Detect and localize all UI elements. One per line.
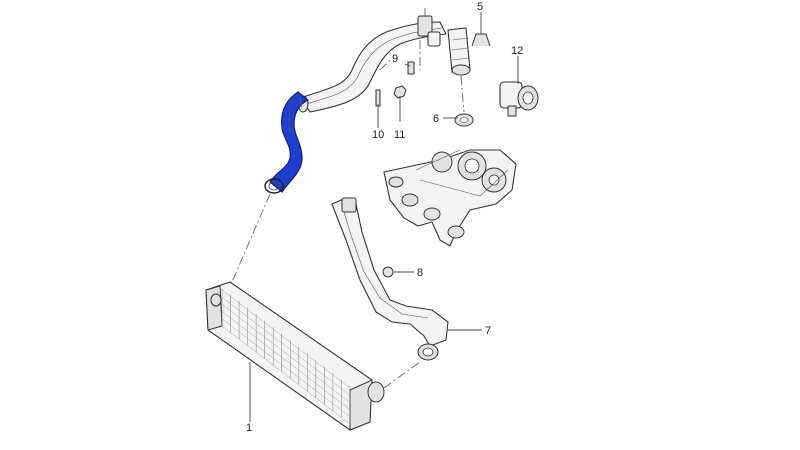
- upper-charge-pipe: [297, 15, 447, 113]
- intercooler-core-line: [221, 311, 351, 410]
- turbocharger-manifold: [383, 149, 517, 247]
- leader-lines: [249, 12, 519, 422]
- intercooler-core-line: [221, 304, 351, 403]
- part-1-intercooler: [205, 281, 385, 431]
- callout-labels: 1 5 6 7 8 9 10 11 12: [246, 1, 523, 434]
- part-12-sensor: [499, 81, 539, 117]
- intercooler-core-line: [221, 297, 351, 396]
- part-10-stud: [375, 89, 381, 107]
- fasteners: [375, 61, 474, 127]
- callout-9: 9: [392, 53, 398, 65]
- callout-7: 7: [485, 325, 491, 337]
- callout-11: 11: [394, 129, 405, 141]
- callout-1: 1: [246, 422, 252, 434]
- intercooler-core-line: [221, 289, 351, 389]
- intercooler-fins: [221, 288, 351, 425]
- highlighted-hose: [264, 91, 310, 194]
- connection-lines: [231, 8, 465, 389]
- intercooler-core-line: [221, 325, 351, 425]
- callout-10: 10: [372, 129, 384, 141]
- callout-6: 6: [433, 113, 439, 125]
- part-7-lower-charge-pipe: [331, 197, 449, 361]
- callout-8: 8: [417, 267, 423, 279]
- turbo-outlet-connector: [447, 27, 471, 76]
- callout-12: 12: [511, 45, 523, 57]
- intercooler-core-line: [221, 318, 351, 417]
- part-9-bolt: [407, 61, 415, 75]
- callout-5: 5: [477, 1, 483, 13]
- highlighted-hose-body: [269, 91, 310, 193]
- part-5-clip: [471, 33, 491, 47]
- part-11-nut: [393, 85, 407, 99]
- highlighted-hose-clamp: [264, 178, 284, 194]
